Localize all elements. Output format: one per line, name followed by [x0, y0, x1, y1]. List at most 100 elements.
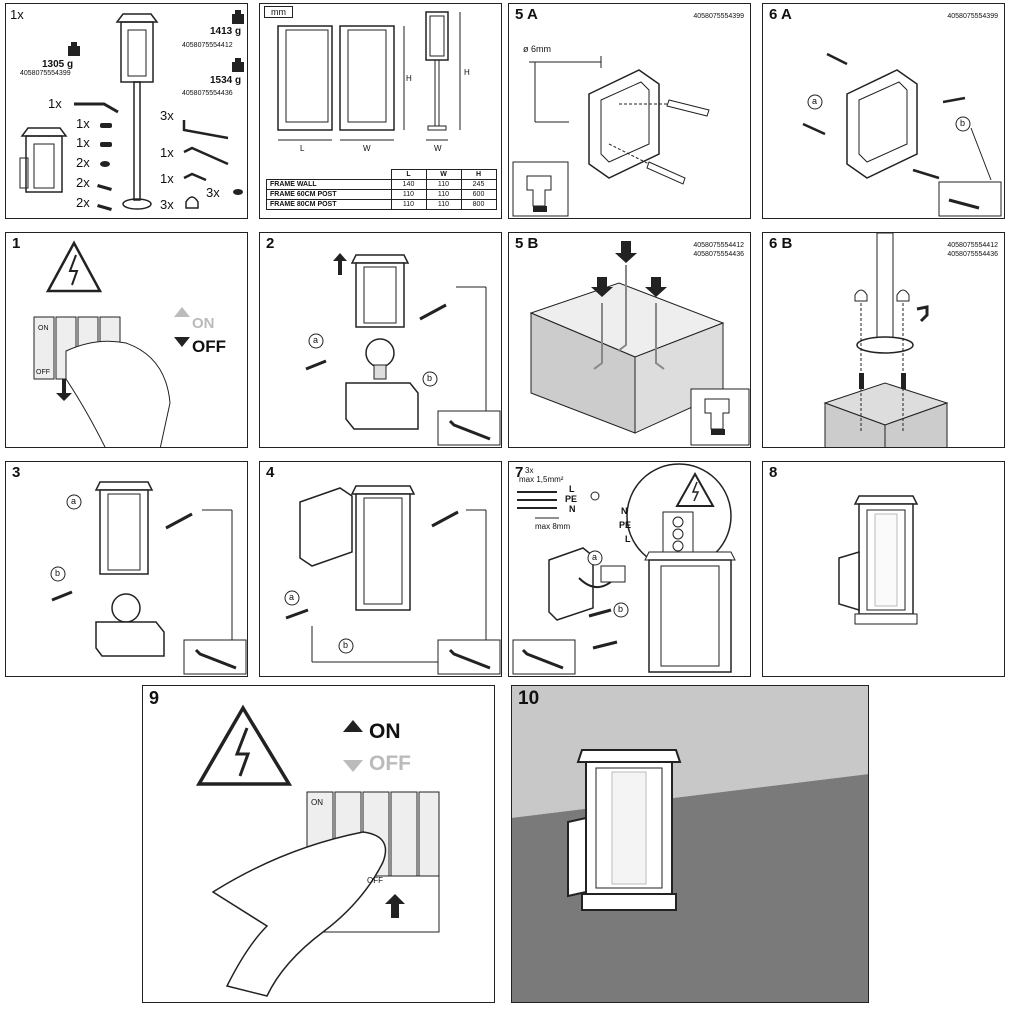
step-number: 5 B — [515, 235, 539, 252]
qty-label: 2x — [76, 155, 90, 170]
product-code: 4058075554412 — [182, 42, 233, 49]
wire-qty: 3x — [525, 466, 534, 475]
parts-illustration — [19, 10, 244, 211]
strip-length: max 8mm — [535, 522, 571, 531]
label-a: a — [812, 96, 818, 106]
step-number: 1 — [12, 235, 21, 252]
qty-label: 1x — [76, 135, 90, 150]
label-a: a — [289, 592, 295, 602]
qty-label: 1x — [160, 171, 174, 186]
step-number: 9 — [149, 688, 160, 708]
dimensions-drawing — [277, 11, 461, 141]
qty-label: 3x — [160, 197, 174, 212]
warning-icon — [195, 704, 293, 786]
qty-label: 2x — [76, 175, 90, 190]
step-number: 8 — [769, 464, 778, 481]
product-code: 4058075554412 — [947, 242, 998, 249]
step-number: 2 — [266, 235, 275, 252]
qty-label: 1x — [76, 116, 90, 131]
switch-on-label: ON — [38, 325, 49, 332]
qty-label: 1x — [160, 145, 174, 160]
label-a: a — [592, 552, 598, 562]
panel-step-1: 1 ON OFF ON OFF — [5, 232, 248, 448]
product-code: 4058075554436 — [947, 251, 998, 258]
step-number: 5 A — [515, 6, 538, 23]
product-code: 4058075554436 — [693, 251, 744, 258]
wire-pe: PE — [565, 494, 578, 504]
label-b: b — [343, 640, 349, 650]
table-row: FRAME 80CM POST 110 110 800 — [266, 199, 497, 210]
width-label: W — [363, 144, 371, 153]
finished-wall-lamp-illustration — [838, 495, 919, 625]
panel-step-8: 8 — [762, 461, 1005, 677]
wall-bracket-drilling-illustration — [512, 56, 710, 217]
label-b: b — [960, 118, 966, 128]
qty-label: 3x — [206, 185, 220, 200]
off-label: OFF — [369, 752, 411, 775]
step-number: 10 — [518, 688, 540, 709]
terminal-pe: PE — [619, 520, 632, 530]
step-number: 7 — [515, 464, 524, 481]
panel-step-2: 2 a b — [259, 232, 502, 448]
label-b: b — [55, 568, 61, 578]
step-number: 3 — [12, 464, 21, 481]
height-label: H — [406, 74, 412, 83]
post-mounting-illustration — [823, 233, 949, 447]
qty-label: 1x — [10, 7, 24, 22]
terminal-n: N — [621, 506, 628, 516]
warning-icon — [45, 240, 103, 293]
product-code: 4058075554412 — [693, 242, 744, 249]
panel-step-9: 9 ON OFF ON OFF — [142, 685, 495, 1003]
label-b: b — [618, 604, 624, 614]
dimensions-table: L W H FRAME WALL 140 110 245 FRAME 60CM … — [266, 169, 497, 210]
fix-housing-illustration — [284, 485, 501, 675]
weight-label: 1534 g — [210, 75, 242, 86]
label-a: a — [71, 496, 77, 506]
product-code: 4058075554436 — [182, 90, 233, 97]
on-label: ON — [192, 315, 215, 332]
product-code: 4058075554399 — [20, 70, 71, 77]
concrete-anchoring-illustration — [529, 241, 750, 446]
table-row: L W H — [267, 169, 497, 180]
width-label: W — [434, 144, 442, 153]
drill-size-label: ø 6mm — [523, 44, 551, 54]
height-label: H — [464, 68, 470, 77]
terminal-l: L — [625, 534, 631, 544]
mount-housing-illustration — [50, 481, 247, 675]
panel-step-6b: 6 B 4058075554412 4058075554436 — [762, 232, 1005, 448]
wire-gauge: max 1,5mm² — [519, 475, 564, 484]
qty-label: 1x — [48, 96, 62, 111]
panel-dimensions: mm H H L W W L W H FRAME WALL 140 110 24… — [259, 3, 502, 219]
label-b: b — [427, 373, 433, 383]
qty-label: 3x — [160, 108, 174, 123]
table-row: FRAME 60CM POST 110 110 600 — [266, 189, 497, 200]
unit-box: mm — [264, 6, 293, 18]
power-on-illustration — [195, 704, 440, 997]
weight-label: 1413 g — [210, 26, 242, 37]
panel-step-3: 3 a b — [5, 461, 248, 677]
remove-housing-illustration — [305, 253, 501, 446]
product-code: 4058075554399 — [947, 13, 998, 20]
switch-on-label: ON — [311, 798, 323, 807]
wiring-illustration — [512, 463, 736, 675]
table-row: FRAME WALL 140 110 245 — [266, 179, 497, 190]
power-off-illustration — [33, 240, 190, 447]
product-code: 4058075554399 — [693, 13, 744, 20]
panel-step-7: 7 3x max 1,5mm² L PE N max 8mm N PE L a … — [508, 461, 751, 677]
off-label: OFF — [192, 337, 226, 356]
wire-l: L — [569, 484, 575, 494]
length-label: L — [300, 144, 305, 153]
on-label: ON — [369, 720, 401, 743]
weight-label: 1305 g — [42, 59, 74, 70]
panel-step-5b: 5 B 4058075554412 4058075554436 — [508, 232, 751, 448]
step-number: 6 A — [769, 6, 792, 23]
installed-lamp-scene — [512, 686, 868, 1002]
step-number: 6 B — [769, 235, 793, 252]
switch-off-label: OFF — [36, 369, 50, 376]
wall-bracket-screwing-illustration — [802, 52, 1002, 217]
switch-off-label: OFF — [367, 876, 383, 885]
step-number: 4 — [266, 464, 275, 481]
warning-icon — [675, 471, 715, 507]
panel-step-4: 4 a b — [259, 461, 502, 677]
qty-label: 2x — [76, 195, 90, 210]
